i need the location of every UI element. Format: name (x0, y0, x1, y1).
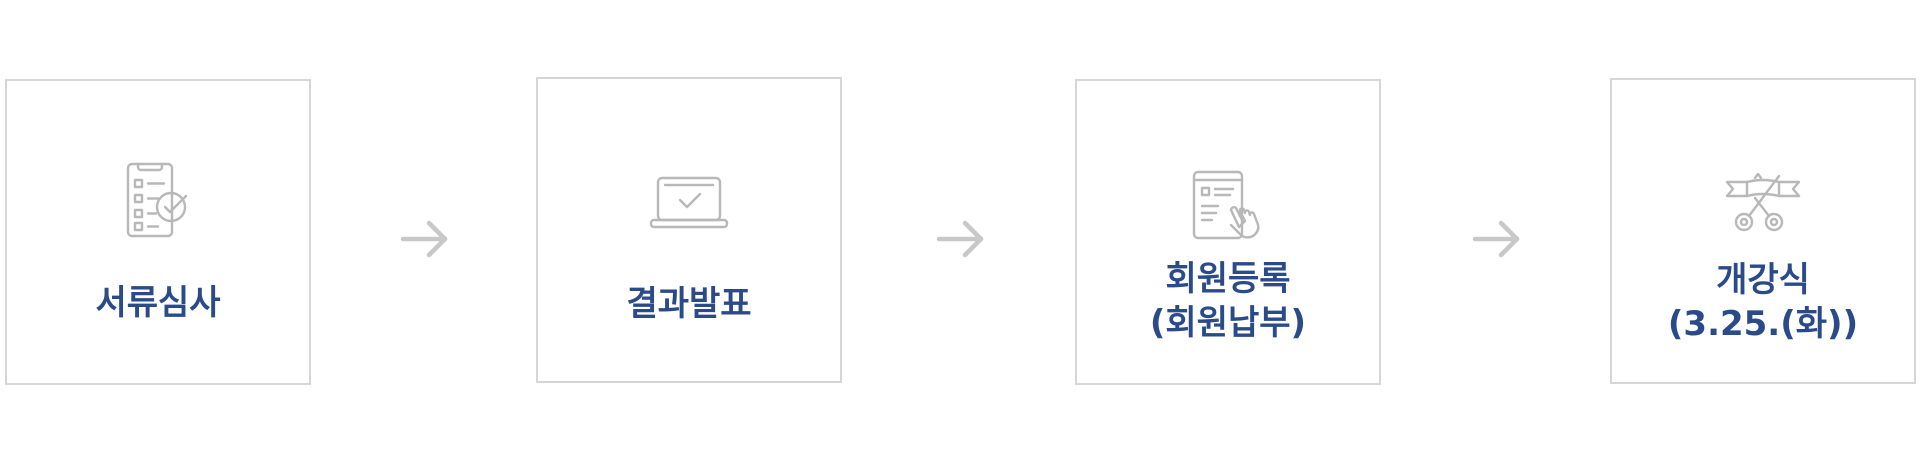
document-touch-icon (1192, 170, 1260, 240)
step-label: 개강식 (3.25.(화)) (1612, 258, 1914, 346)
step-member-registration: 회원등록 (회원납부) (1075, 79, 1381, 385)
laptop-check-icon (649, 176, 729, 229)
document-review-icon (126, 162, 188, 238)
step-label: 서류심사 (7, 281, 309, 325)
step-label-line: 결과발표 (626, 284, 752, 324)
arrow-right-icon (1472, 220, 1520, 258)
step-label-line: (3.25.(화)) (1667, 304, 1859, 344)
step-label-line: 개강식 (1716, 260, 1810, 300)
step-label: 회원등록 (회원납부) (1077, 257, 1379, 345)
step-label: 결과발표 (538, 282, 840, 326)
step-result-announcement: 결과발표 (536, 77, 842, 383)
step-opening-ceremony: 개강식 (3.25.(화)) (1610, 78, 1916, 384)
step-label-line: 서류심사 (95, 283, 221, 323)
step-document-review: 서류심사 (5, 79, 311, 385)
arrow-right-icon (936, 220, 984, 258)
ribbon-cut-icon (1725, 172, 1801, 232)
step-label-line: (회원납부) (1149, 303, 1307, 343)
arrow-right-icon (400, 220, 448, 258)
step-label-line: 회원등록 (1165, 259, 1291, 299)
